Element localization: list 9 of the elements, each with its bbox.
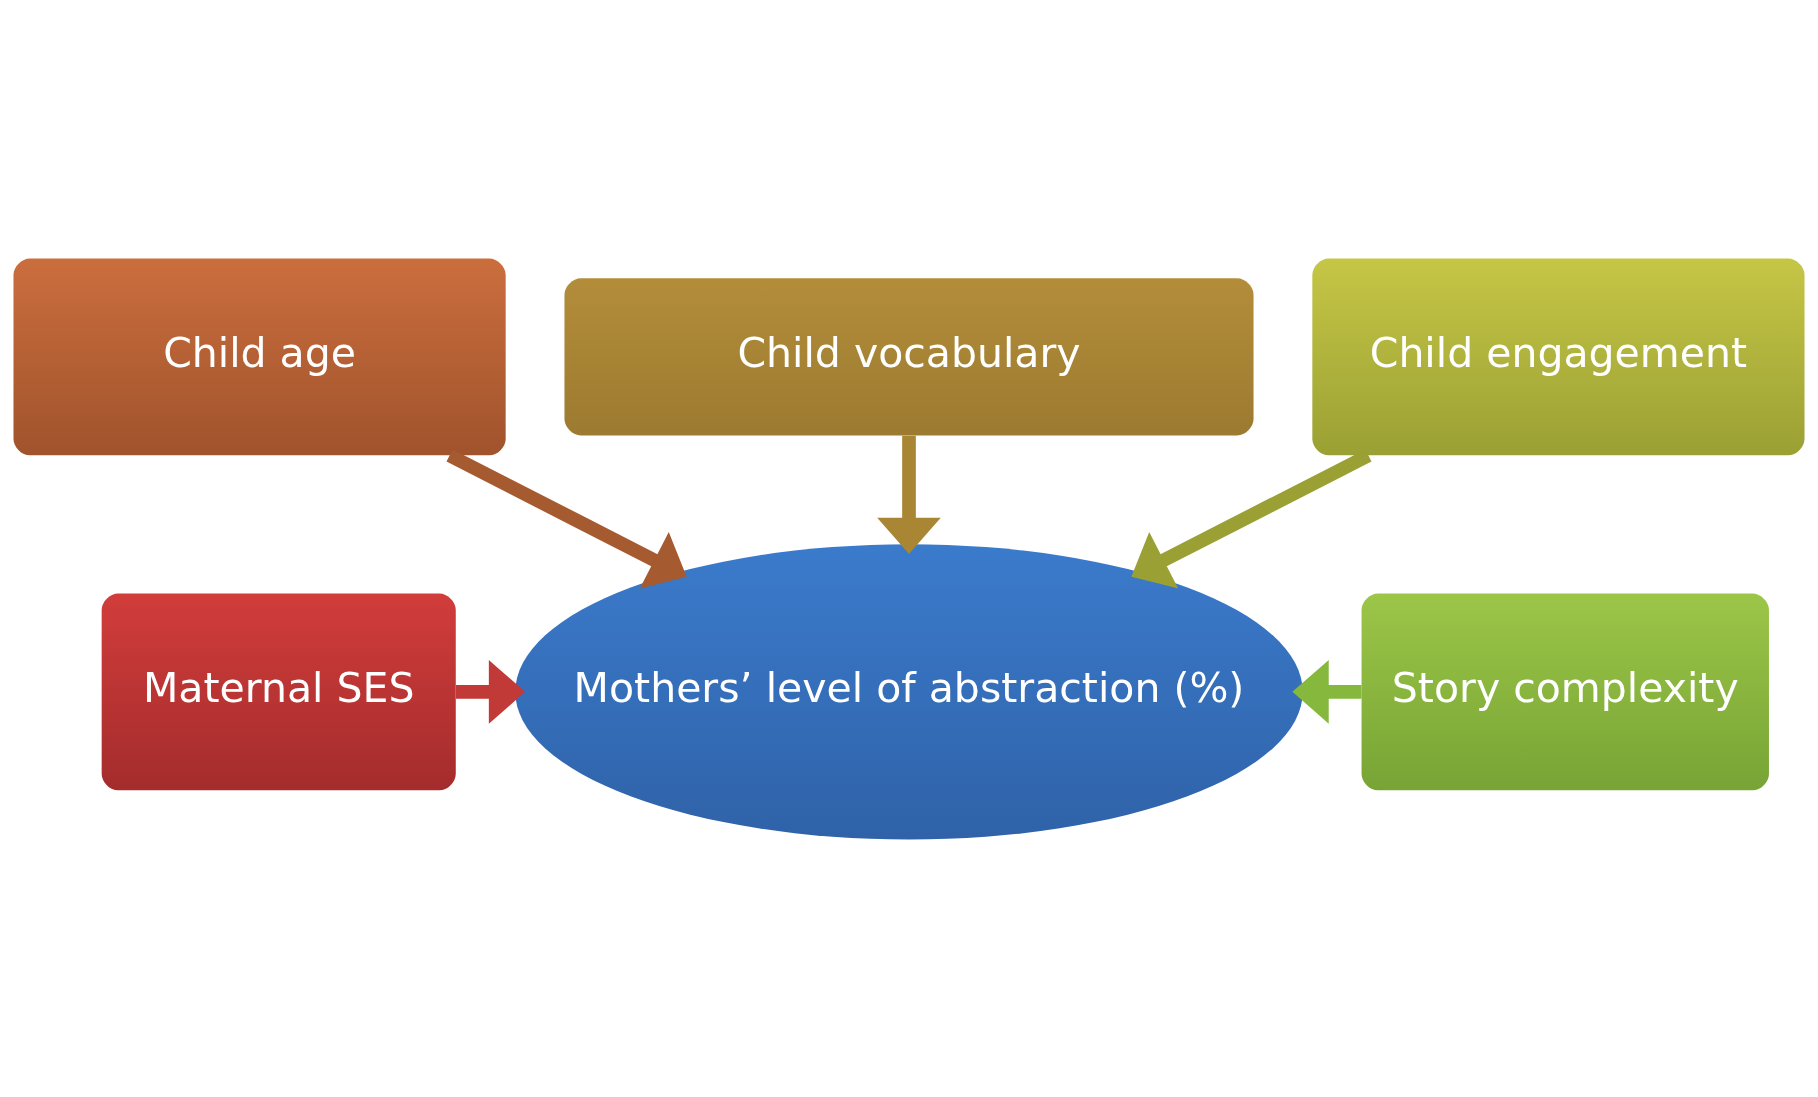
arrow bbox=[456, 659, 526, 724]
node-box: Child engagement bbox=[1312, 257, 1805, 455]
node-box: Story complexity bbox=[1361, 592, 1769, 790]
node-ellipse: Mothers’ level of abstraction (%) bbox=[515, 543, 1303, 840]
node-box: Child age bbox=[13, 257, 506, 455]
node-box: Child vocabulary bbox=[564, 277, 1254, 435]
node-box: Maternal SES bbox=[101, 592, 456, 790]
arrow bbox=[446, 448, 687, 589]
arrow bbox=[877, 435, 941, 554]
